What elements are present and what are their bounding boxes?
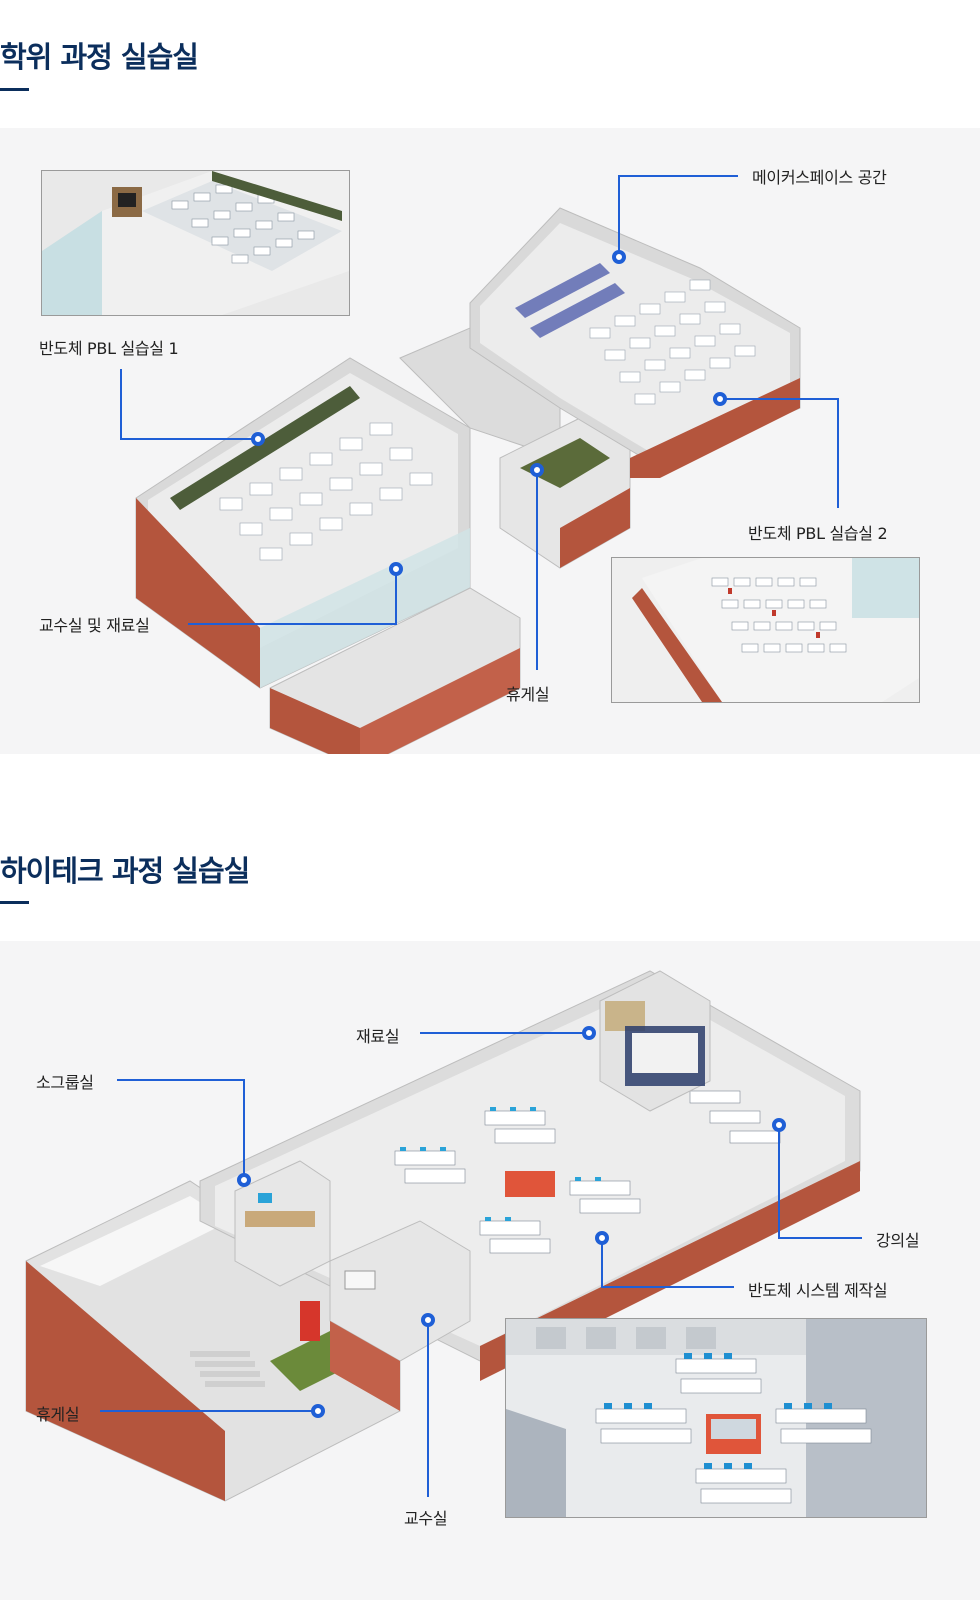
pbl-lab-1-inset-view	[41, 170, 350, 316]
label-pbl-lab-2: 반도체 PBL 실습실 2	[748, 524, 888, 543]
system-lab-inset-view	[505, 1318, 927, 1518]
section-2-title: 하이테크 과정 실습실	[0, 854, 250, 888]
section-2-floorplan-illustration	[25, 970, 861, 1502]
label-faculty-materials: 교수실 및 재료실	[39, 616, 150, 635]
label-maker-space: 메이커스페이스 공간	[752, 168, 887, 187]
label-small-group: 소그룹실	[36, 1073, 94, 1092]
label-lounge-1: 휴게실	[506, 685, 550, 704]
label-system-lab: 반도체 시스템 제작실	[748, 1281, 888, 1300]
label-materials: 재료실	[356, 1027, 400, 1046]
label-lecture: 강의실	[876, 1231, 920, 1250]
section-2-title-underline	[0, 901, 29, 904]
section-1-title-underline	[0, 88, 29, 91]
label-pbl-lab-1: 반도체 PBL 실습실 1	[39, 339, 179, 358]
section-1-title: 학위 과정 실습실	[0, 40, 199, 74]
section-1-floorplan-panel: 메이커스페이스 공간 반도체 PBL 실습실 1 반도체 PBL 실습실 2 교…	[0, 128, 980, 754]
pbl-lab-2-inset-view	[611, 557, 920, 703]
label-lounge-2: 휴게실	[36, 1405, 80, 1424]
label-faculty: 교수실	[404, 1509, 448, 1528]
section-2-floorplan-panel: 재료실 소그룹실 강의실 반도체 시스템 제작실 휴게실 교수실	[0, 941, 980, 1600]
